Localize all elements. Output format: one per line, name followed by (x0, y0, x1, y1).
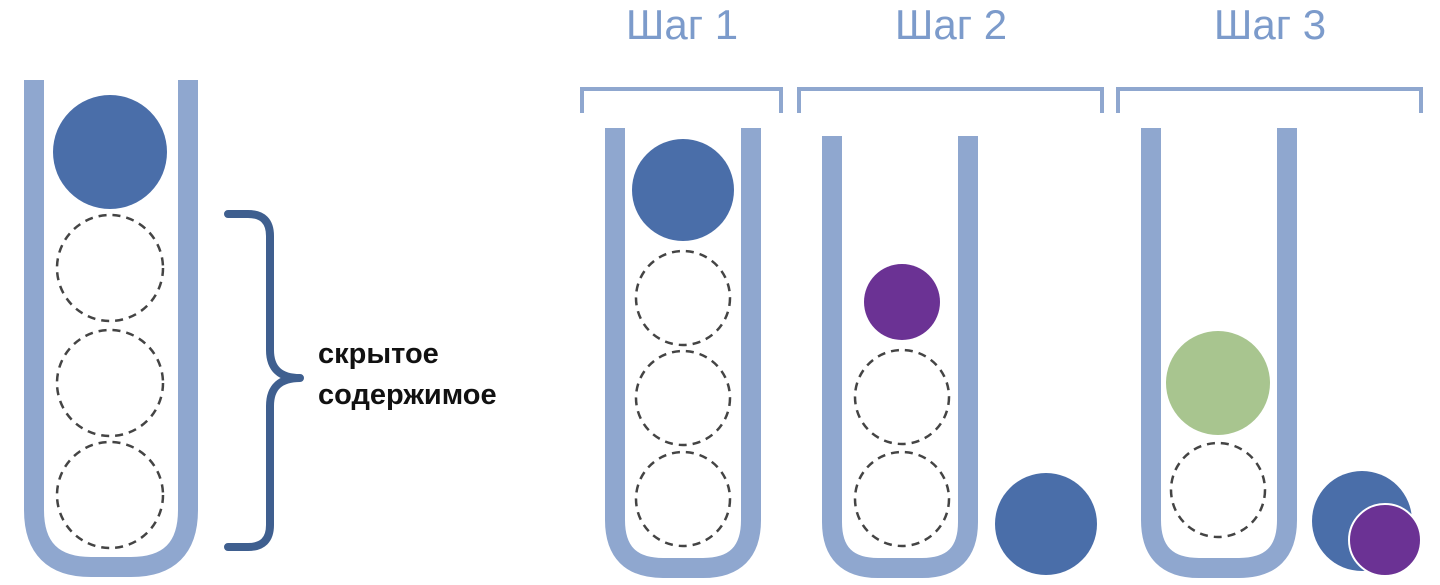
tube-outline (1141, 128, 1297, 578)
step-2-bracket (797, 87, 1104, 113)
left-stack-tube (24, 80, 198, 577)
step-3-title: Шаг 3 (1214, 1, 1326, 48)
stack-top-ball-purple (864, 264, 940, 340)
tube-outline (24, 80, 198, 577)
step-2-tube (822, 136, 978, 578)
hidden-slot (55, 328, 165, 438)
step-1-tube (605, 128, 761, 578)
stack-top-ball-green (1166, 331, 1270, 435)
popped-ball-purple (1348, 503, 1422, 577)
hidden-slot (853, 450, 951, 548)
stack-top-ball-blue (53, 95, 167, 209)
stack-top-ball-blue (632, 139, 734, 241)
step-1-bracket (580, 87, 783, 113)
step-3-bracket (1116, 87, 1423, 113)
hidden-slot (853, 348, 951, 446)
hidden-slot (55, 440, 165, 550)
hidden-slot (634, 349, 732, 447)
popped-ball-blue (995, 473, 1097, 575)
curly-brace (224, 210, 304, 551)
tube-outline (605, 128, 761, 578)
hidden-slot (55, 213, 165, 323)
hidden-slot (634, 249, 732, 347)
hidden-slot (1169, 441, 1267, 539)
hidden-content-label-line2: содержимое (318, 379, 497, 411)
step-3-tube (1141, 128, 1297, 578)
hidden-content-label-line1: скрытое (318, 338, 439, 370)
step-2-title: Шаг 2 (895, 1, 1007, 48)
hidden-slot (634, 450, 732, 548)
tube-outline (822, 136, 978, 578)
step-1-title: Шаг 1 (626, 1, 738, 48)
